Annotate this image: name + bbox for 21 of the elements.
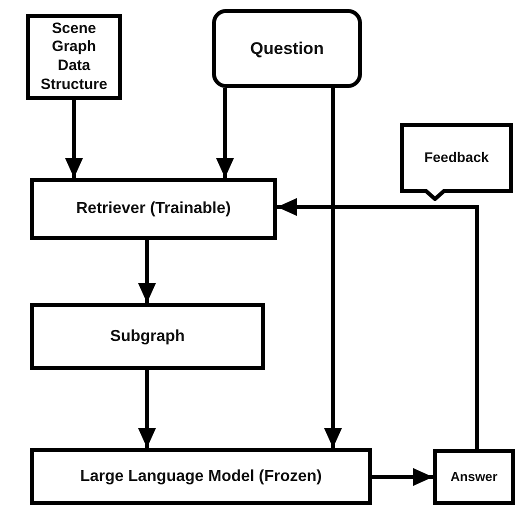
arrow — [324, 88, 342, 448]
node-label: Subgraph — [109, 326, 186, 346]
arrow — [372, 468, 433, 486]
node-label: Answer — [450, 468, 498, 486]
arrow — [216, 88, 234, 178]
node-label: Feedback — [423, 149, 490, 167]
process-box — [30, 178, 277, 240]
process-box — [433, 449, 515, 505]
arrow — [65, 100, 83, 178]
node-label: Scene Graph Data Structure — [40, 20, 108, 94]
process-box — [26, 14, 122, 100]
process-box — [30, 303, 265, 370]
callout-box — [400, 123, 513, 201]
process-box — [30, 448, 372, 505]
input-box — [212, 9, 362, 88]
node-label: Large Language Model (Frozen) — [79, 466, 323, 486]
node-label: Question — [249, 38, 325, 60]
arrow — [138, 370, 156, 448]
arrow — [277, 198, 479, 449]
arrow — [138, 240, 156, 303]
node-label: Retriever (Trainable) — [75, 199, 232, 219]
